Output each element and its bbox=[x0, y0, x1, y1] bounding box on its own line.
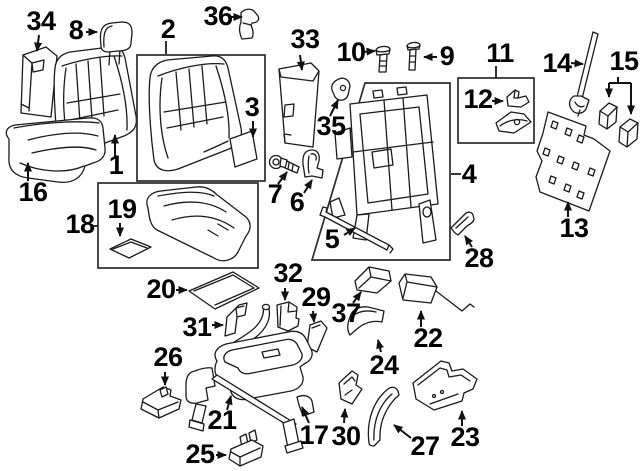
part-32-side-bracket bbox=[276, 301, 300, 332]
part-2-seat-back-cover bbox=[148, 55, 243, 172]
arrow-34 bbox=[34, 34, 43, 52]
arrow-17 bbox=[301, 406, 310, 424]
part-21-base-frame bbox=[185, 303, 315, 454]
part-9-screw bbox=[406, 41, 421, 71]
part-10-screw bbox=[375, 45, 391, 73]
callout-6[interactable]: 6 bbox=[289, 186, 305, 217]
part-7-pivot-pin bbox=[268, 154, 300, 174]
callout-29[interactable]: 29 bbox=[301, 281, 331, 312]
callout-10[interactable]: 10 bbox=[336, 36, 366, 67]
part-8-headrest bbox=[99, 21, 133, 66]
part-19-pad bbox=[109, 238, 152, 259]
callout-5[interactable]: 5 bbox=[324, 223, 340, 254]
callout-31[interactable]: 31 bbox=[182, 311, 212, 342]
part-13-slotted-panel bbox=[535, 111, 611, 212]
callout-18[interactable]: 18 bbox=[65, 208, 95, 239]
part-28-handle-trim bbox=[450, 211, 475, 236]
part-36-bracket bbox=[238, 8, 260, 40]
part-31-bracket bbox=[224, 302, 248, 337]
arrow-6 bbox=[303, 179, 313, 194]
callout-28[interactable]: 28 bbox=[464, 242, 494, 273]
callout-16[interactable]: 16 bbox=[18, 176, 48, 207]
part-23-floor-bracket bbox=[412, 360, 478, 411]
part-3-trim-flap bbox=[229, 130, 258, 168]
callout-2[interactable]: 2 bbox=[160, 13, 176, 44]
arrow-5 bbox=[343, 227, 356, 236]
arrow-35 bbox=[329, 99, 339, 117]
callout-26[interactable]: 26 bbox=[153, 341, 183, 372]
arrow-10 bbox=[361, 47, 376, 56]
callout-37[interactable]: 37 bbox=[331, 297, 361, 328]
box-part-2 bbox=[136, 54, 266, 182]
arrow-29 bbox=[309, 310, 318, 323]
part-24-curved-bracket bbox=[347, 306, 385, 336]
callout-11[interactable]: 11 bbox=[486, 37, 514, 68]
callout-24[interactable]: 24 bbox=[369, 349, 399, 380]
callout-22[interactable]: 22 bbox=[413, 322, 443, 353]
arrow-27 bbox=[393, 424, 412, 439]
callout-21[interactable]: 21 bbox=[207, 404, 237, 435]
part-34-back-side-panel bbox=[20, 46, 58, 118]
part-14-release-lever bbox=[568, 31, 599, 117]
part-30-corner-bracket bbox=[338, 370, 363, 405]
part-18-cushion-assembly bbox=[146, 186, 251, 262]
callout-35[interactable]: 35 bbox=[316, 110, 346, 141]
part-4-seat-back-frame bbox=[329, 86, 439, 244]
callout-32[interactable]: 32 bbox=[273, 257, 303, 288]
callout-30[interactable]: 30 bbox=[331, 420, 361, 451]
callout-25[interactable]: 25 bbox=[185, 438, 215, 469]
part-20-insulator-mat bbox=[188, 271, 260, 310]
callout-3[interactable]: 3 bbox=[244, 91, 260, 122]
callout-33[interactable]: 33 bbox=[290, 23, 320, 54]
arrow-33 bbox=[296, 54, 305, 71]
callout-19[interactable]: 19 bbox=[107, 193, 137, 224]
arrow-21 bbox=[224, 395, 233, 411]
part-6-hook-bracket bbox=[302, 149, 324, 179]
callout-12[interactable]: 12 bbox=[463, 83, 493, 114]
arrow-37 bbox=[352, 291, 362, 304]
callout-8[interactable]: 8 bbox=[68, 14, 84, 45]
arrow-14 bbox=[570, 59, 584, 68]
callout-4[interactable]: 4 bbox=[461, 158, 477, 189]
callout-34[interactable]: 34 bbox=[26, 5, 56, 36]
part-37-retainer bbox=[354, 266, 392, 294]
part-27-curved-trim bbox=[367, 386, 400, 447]
callout-17[interactable]: 17 bbox=[299, 419, 329, 450]
callout-23[interactable]: 23 bbox=[450, 421, 480, 452]
part-12-clip bbox=[495, 89, 532, 134]
arrow-15-bracket bbox=[609, 77, 631, 84]
callout-15[interactable]: 15 bbox=[609, 45, 639, 76]
arrow-24 bbox=[376, 339, 384, 353]
part-25-mount-bracket bbox=[228, 429, 264, 467]
arrow-30 bbox=[340, 408, 349, 424]
part-26-wedge-bracket bbox=[140, 386, 182, 419]
callout-14[interactable]: 14 bbox=[542, 47, 572, 78]
box-part-18 bbox=[97, 182, 259, 269]
part-35-anchor-tab bbox=[331, 77, 351, 101]
callout-arrows bbox=[24, 13, 635, 459]
callout-7[interactable]: 7 bbox=[267, 178, 283, 209]
callout-13[interactable]: 13 bbox=[559, 212, 589, 243]
callout-9[interactable]: 9 bbox=[439, 40, 455, 71]
part-22-latch-striker bbox=[398, 273, 475, 312]
part-33-back-panel bbox=[278, 62, 320, 148]
part-16-seat-cushion bbox=[5, 117, 106, 184]
callout-27[interactable]: 27 bbox=[410, 430, 440, 461]
callout-1[interactable]: 1 bbox=[108, 149, 124, 180]
arrow-7 bbox=[277, 171, 288, 185]
callout-20[interactable]: 20 bbox=[146, 273, 176, 304]
arrow-28 bbox=[464, 235, 473, 248]
part-15-bumpers bbox=[598, 102, 639, 148]
callout-36[interactable]: 36 bbox=[203, 0, 233, 31]
